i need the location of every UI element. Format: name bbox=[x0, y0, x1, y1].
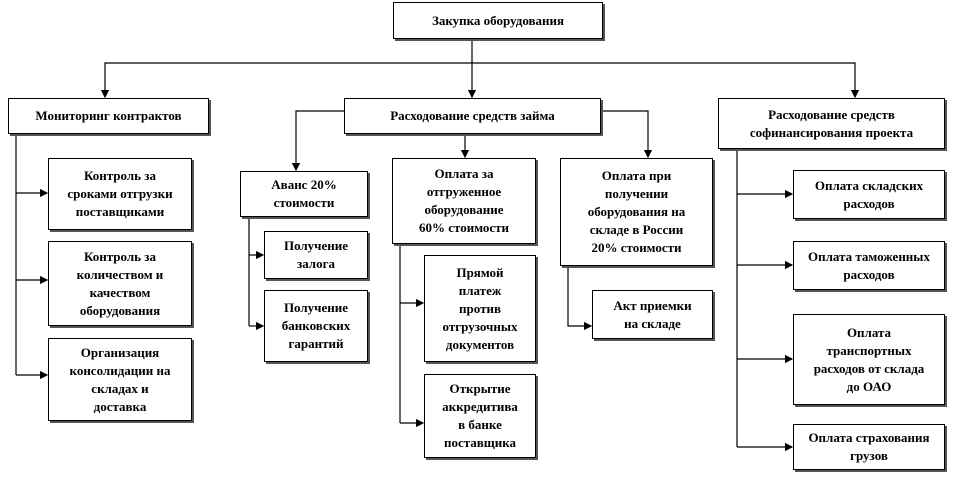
connector-loan-received bbox=[601, 110, 653, 159]
node-received-payment: Оплата при получении оборудования на скл… bbox=[560, 158, 713, 266]
connector-loan-advance bbox=[291, 110, 344, 172]
node-advance: Аванс 20% стоимости bbox=[240, 171, 368, 217]
node-cofinancing-item: Оплата таможенных расходов bbox=[793, 241, 945, 290]
node-monitoring-item: Контроль за сроками отгрузки поставщикам… bbox=[48, 158, 192, 230]
node-cofinancing-item: Оплата страхования грузов bbox=[793, 424, 945, 470]
node-shipped-payment: Оплата за отгруженное оборудование 60% с… bbox=[392, 158, 536, 244]
node-advance-item: Получение залога bbox=[264, 231, 368, 279]
node-cofinancing: Расходование средств софинансирования пр… bbox=[718, 98, 945, 149]
node-shipped-item: Прямой платеж против отгрузочных докумен… bbox=[424, 255, 536, 362]
node-received-item: Акт приемки на складе bbox=[592, 290, 713, 339]
node-monitoring-item: Организация консолидации на складах и до… bbox=[48, 338, 192, 421]
node-cofinancing-item: Оплата транспортных расходов от склада д… bbox=[793, 314, 945, 405]
node-advance-item: Получение банковских гарантий bbox=[264, 290, 368, 362]
node-monitoring: Мониторинг контрактов bbox=[8, 98, 209, 134]
node-root: Закупка оборудования bbox=[393, 2, 603, 39]
node-shipped-item: Открытие аккредитива в банке поставщика bbox=[424, 374, 536, 458]
node-monitoring-item: Контроль за количеством и качеством обор… bbox=[48, 241, 192, 326]
connector-root-cofin bbox=[472, 62, 860, 99]
node-loan-spending: Расходование средств займа bbox=[344, 98, 601, 134]
connector-root-monitoring bbox=[100, 62, 472, 99]
node-cofinancing-item: Оплата складских расходов bbox=[793, 170, 945, 219]
connector-recv-1 bbox=[567, 266, 593, 331]
